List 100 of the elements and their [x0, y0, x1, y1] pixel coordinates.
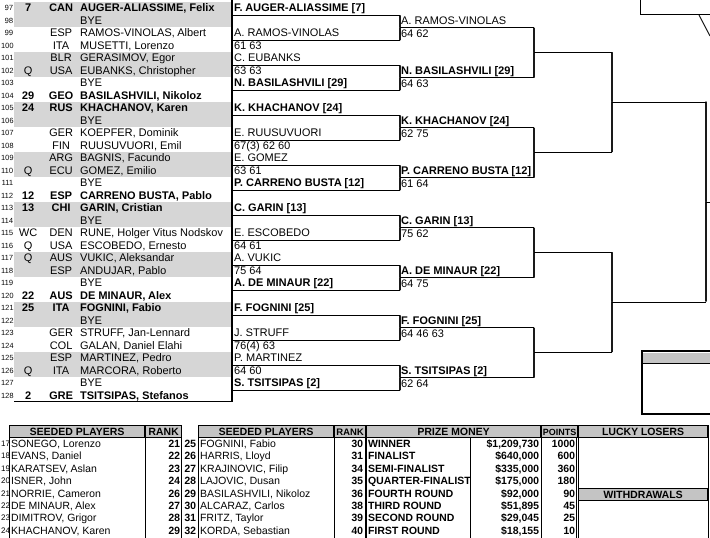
bracket-connector [399, 265, 401, 279]
winner-name: E. RUUSUVUORI [233, 127, 322, 140]
bracket-slot [400, 214, 534, 240]
rank-value: 24 [167, 475, 181, 488]
bracket-slot [233, 52, 400, 77]
seed-label: 24 [20, 102, 36, 114]
rank-value: 36 [350, 488, 364, 500]
prize-amount: $335,000 [494, 462, 540, 476]
country-code: ARG [48, 152, 74, 164]
seed-number: 25 [183, 438, 197, 450]
winner-name: F. AUGER-ALIASSIME [7] [233, 2, 366, 14]
rank-value: 27 [167, 500, 181, 512]
rank-value: 40 [350, 524, 364, 538]
country-code: ESP [48, 27, 73, 40]
rank-value: 35 [350, 475, 364, 488]
round-name: SEMI-FINALIST [367, 462, 446, 476]
player-name: ANDUJAR, Pablo [79, 264, 168, 277]
points-value: 360 [556, 462, 576, 476]
seed-label: Q [22, 164, 34, 177]
prize-amount: $175,000 [494, 475, 540, 488]
column-header: SEEDED PLAYERS [9, 425, 145, 438]
player-name: BASILASHVILI, Nikoloz [79, 90, 203, 102]
column-header: PRIZE MONEY [366, 425, 541, 438]
bracket-connector [399, 65, 401, 79]
bracket-slot [233, 127, 400, 152]
country-code: ESP [48, 352, 73, 364]
player-name: HARRIS, Lloyd [199, 450, 272, 463]
seed-number: 30 [183, 500, 197, 512]
rank-value: 28 [167, 512, 181, 525]
rank-value: 29 [167, 524, 181, 538]
country-code: RUS [48, 102, 74, 114]
points-value: 600 [556, 450, 576, 463]
prize-amount: $640,000 [494, 450, 540, 463]
match-score: 64 60 [233, 366, 263, 377]
seed-label: Q [22, 364, 34, 377]
player-name: BYE [79, 14, 104, 27]
points-value: 90 [562, 488, 576, 500]
bracket-connector [611, 52, 613, 102]
seed-label: 22 [20, 290, 36, 302]
winner-name: S. TSITSIPAS [2] [400, 364, 488, 377]
country-code: ESP [48, 190, 73, 202]
round-name: QUARTER-FINALIST [367, 475, 469, 488]
player-name: RUUSUVUORI, Emil [79, 140, 182, 152]
player-name: MARCORA, Roberto [79, 364, 182, 377]
player-name: STRUFF, Jan-Lennard [79, 327, 192, 340]
match-score: 62 64 [400, 378, 430, 390]
seed-label: Q [22, 64, 34, 77]
player-name: GOMEZ, Emilio [79, 164, 158, 177]
player-name: MARTINEZ, Pedro [79, 352, 172, 364]
bracket-connector [533, 351, 535, 378]
bracket-connector [705, 200, 707, 302]
country-code: FIN [51, 140, 71, 152]
bracket-connector [399, 326, 401, 340]
country-code: USA [48, 64, 74, 77]
match-score: 64 62 [400, 28, 430, 40]
winner-name: F. FOGNINI [25] [400, 314, 482, 327]
winner-name: E. GOMEZ [233, 152, 289, 164]
player-name: BYE [79, 214, 104, 227]
player-name: DIMITROV, Grigor [10, 512, 98, 525]
column-header: WITHDRAWALS [578, 488, 708, 501]
bracket-connector [611, 300, 613, 352]
bracket-slot [233, 27, 400, 52]
bracket-connector [399, 365, 401, 379]
seed-label: 2 [24, 390, 32, 402]
winner-name: E. ESCOBEDO [233, 227, 311, 240]
match-score: 75 64 [233, 266, 263, 277]
seed-number: 27 [183, 462, 197, 476]
country-code: DEN [48, 227, 74, 240]
winner-name: A. DE MINAUR [22] [233, 277, 334, 290]
bracket-slot [400, 14, 534, 40]
player-name: CARRENO BUSTA, Pablo [79, 190, 213, 202]
player-name: BYE [79, 277, 104, 290]
winner-name: J. STRUFF [233, 327, 290, 340]
country-code: BLR [49, 52, 73, 64]
seed-label: WC [18, 227, 38, 240]
match-score: 64 75 [400, 278, 430, 290]
prize-amount: $51,895 [500, 500, 540, 512]
seed-label: Q [22, 240, 34, 252]
player-name: BASILASHVILI, Nikoloz [199, 488, 312, 500]
player-name: BYE [79, 177, 104, 190]
winner-name: N. BASILASHVILI [29] [400, 64, 516, 77]
match-score: 76(4) 63 [233, 341, 276, 352]
match-score: 63 63 [233, 66, 263, 77]
bracket-slot [400, 364, 534, 390]
match-score: 64 61 [233, 241, 263, 252]
points-value: 1000 [550, 438, 576, 450]
match-score: 62 75 [400, 128, 430, 140]
rank-value: 23 [167, 462, 181, 476]
winner-name: C. EUBANKS [233, 52, 302, 64]
winner-name: K. KHACHANOV [24] [233, 102, 344, 114]
bracket-connector [399, 115, 401, 129]
match-score: 64 63 [400, 78, 430, 90]
winner-name: A. RAMOS-VINOLAS [400, 14, 508, 27]
bracket-connector [399, 15, 401, 29]
match-score: 64 46 63 [400, 328, 445, 340]
player-name: TSITSIPAS, Stefanos [79, 390, 190, 402]
bracket-connector [533, 251, 535, 278]
column-header: SEEDED PLAYERS [198, 425, 334, 438]
seed-number: 28 [183, 475, 197, 488]
bracket-connector [399, 76, 401, 90]
